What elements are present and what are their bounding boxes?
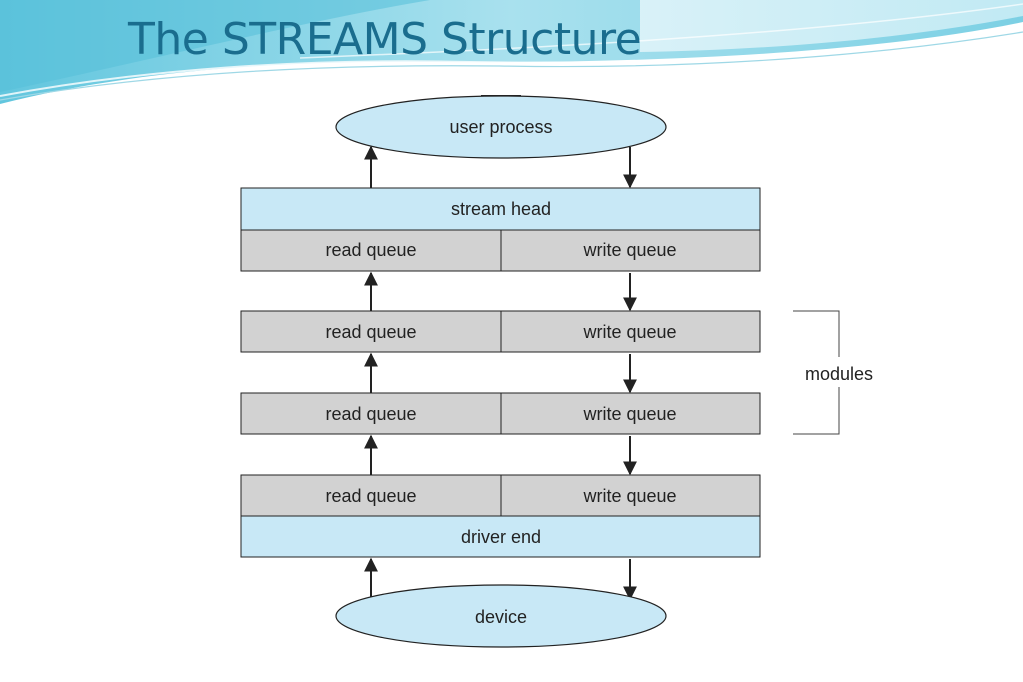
stream-head-box: stream head: [240, 187, 761, 231]
module-1-queues: read queue write queue: [240, 310, 761, 353]
modules-bracket: modules: [793, 310, 873, 435]
driver-end-box: driver end: [240, 515, 761, 558]
driver-end-label: driver end: [461, 527, 541, 547]
modules-label: modules: [805, 364, 873, 384]
read-queue-label: read queue: [325, 404, 416, 424]
driver-queues: read queue write queue: [240, 474, 761, 517]
streams-diagram-panel: user process stream head read queue writ…: [240, 95, 882, 648]
write-queue-label: write queue: [582, 486, 676, 506]
user-process-label: user process: [449, 117, 552, 137]
user-process-node: user process: [335, 95, 667, 159]
device-label: device: [475, 607, 527, 627]
write-queue-label: write queue: [582, 240, 676, 260]
streams-diagram: user process stream head read queue writ…: [240, 95, 873, 648]
device-node: device: [335, 584, 667, 648]
write-queue-label: write queue: [582, 322, 676, 342]
slide-title: The STREAMS Structure: [128, 14, 642, 65]
read-queue-label: read queue: [325, 240, 416, 260]
read-queue-label: read queue: [325, 486, 416, 506]
stream-head-label: stream head: [451, 199, 551, 219]
module-2-queues: read queue write queue: [240, 392, 761, 435]
stream-head-queues: read queue write queue: [240, 229, 761, 272]
write-queue-label: write queue: [582, 404, 676, 424]
read-queue-label: read queue: [325, 322, 416, 342]
